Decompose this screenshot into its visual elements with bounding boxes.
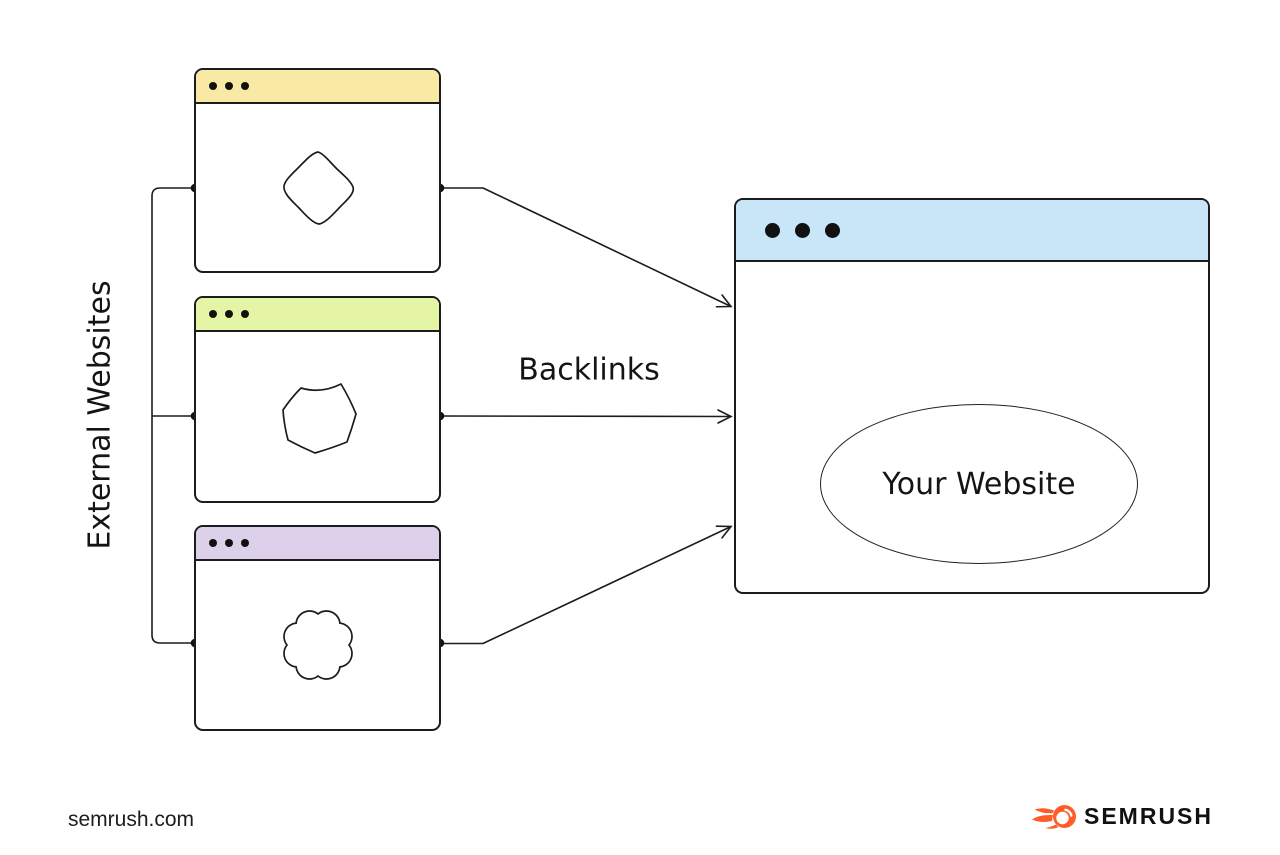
window-control-dot: [209, 310, 217, 318]
external-website-window-1: [194, 68, 441, 273]
star-blob-icon: [281, 382, 357, 454]
window-control-dot: [209, 539, 217, 547]
window-control-dot: [795, 222, 810, 238]
window-body: [196, 332, 439, 501]
window-control-dot: [225, 310, 233, 318]
external-website-window-2: [194, 296, 441, 503]
window-titlebar: [736, 200, 1208, 262]
window-titlebar: [196, 70, 439, 104]
window-control-dot: [241, 310, 249, 318]
window-body: [196, 561, 439, 729]
your-website-ellipse: Your Website: [820, 404, 1138, 564]
window-control-dot: [825, 222, 840, 238]
backlink-arrow-3: [440, 525, 733, 645]
window-titlebar: [196, 527, 439, 561]
window-control-dot: [225, 539, 233, 547]
window-control-dot: [241, 82, 249, 90]
semrush-logo-icon: [1032, 804, 1076, 829]
semrush-logo: SEMRUSH: [1032, 803, 1213, 830]
external-websites-label: External Websites: [82, 280, 118, 550]
window-body: Your Website: [736, 262, 1208, 592]
window-control-dot: [765, 222, 780, 238]
backlink-arrow-2: [439, 409, 733, 424]
your-website-label: Your Website: [882, 466, 1076, 502]
diamond-blob-icon: [282, 150, 354, 225]
window-control-dot: [241, 539, 249, 547]
source-attribution: semrush.com: [68, 808, 195, 831]
window-control-dot: [225, 82, 233, 90]
bracket-line: [151, 187, 195, 644]
window-titlebar: [196, 298, 439, 332]
window-body: [196, 104, 439, 271]
external-website-window-3: [194, 525, 441, 731]
backlinks-label: Backlinks: [518, 352, 660, 388]
your-website-window: Your Website: [734, 198, 1210, 594]
flower-blob-icon: [282, 610, 353, 680]
semrush-logo-text: SEMRUSH: [1084, 803, 1214, 829]
backlink-arrow-1: [440, 187, 733, 308]
window-control-dot: [209, 82, 217, 90]
